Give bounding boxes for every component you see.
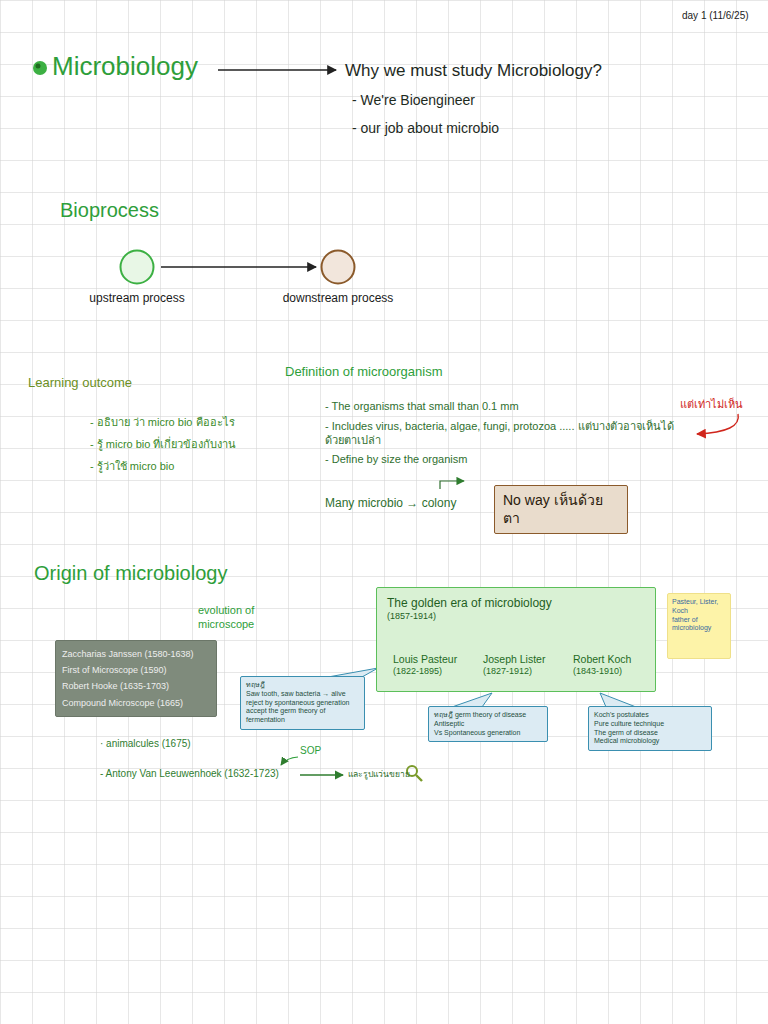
node-text: ทฤษฎี germ theory of disease (434, 711, 542, 720)
bullet-text: - Includes virus, bacteria, algae, fungi… (325, 420, 685, 448)
title-arrow (218, 69, 336, 70)
node-text: Zaccharias Janssen (1580-1638) (62, 646, 210, 662)
margin-note: แต่เท่าไม่เห็น (680, 398, 743, 412)
note-text: SOP (300, 745, 321, 758)
node-text: Robert Koch (573, 653, 631, 666)
bullet-text: - We're Bioengineer (352, 92, 475, 110)
process-circle: downstream process (320, 249, 356, 285)
page-title: Microbiology (52, 50, 198, 83)
node-text: Vs Spontaneous generation (434, 729, 542, 738)
node-text: Louis Pasteur (393, 653, 457, 666)
flow-arrow (161, 266, 316, 267)
highlight-box: No way เห็นด้วยตา (494, 485, 628, 534)
section-heading: Origin of microbiology (34, 561, 227, 586)
circle-shape (322, 251, 355, 284)
node-text: Joseph Lister (483, 653, 545, 666)
sticky-note: Pasteur, Lister, Kochfather of microbiol… (667, 593, 731, 659)
note-arrow (697, 414, 738, 434)
circle-outline (320, 249, 356, 285)
bullet-text: - our job about microbio (352, 120, 499, 138)
process-circle: upstream process (119, 249, 155, 285)
node-text: Medical microbiology (594, 737, 706, 746)
node-text: (1857-1914) (387, 611, 645, 622)
person-name: Robert Koch(1843-1910) (571, 652, 633, 678)
callout-box: Koch's postulatesPure culture techniqueT… (588, 706, 712, 751)
callout-box: ทฤษฎีSaw tooth, saw bacteria → alivereje… (240, 676, 365, 730)
person-name: Louis Pasteur(1822-1895) (391, 652, 459, 678)
bullet-text: - รู้ว่าใช้ micro bio (90, 460, 174, 474)
circle-outline (119, 249, 155, 285)
timeline-box: Zaccharias Janssen (1580-1638)First of M… (55, 640, 217, 717)
callout-pointer (452, 693, 492, 707)
node-text: Pasteur, Lister, Koch (672, 598, 726, 616)
node-text: Compound Microscope (1665) (62, 695, 210, 711)
node-text: Robert Hooke (1635-1703) (62, 678, 210, 694)
node-text: No way เห็นด้วยตา (503, 492, 619, 527)
note-text: Many microbio → colony (325, 496, 456, 511)
date-note: day 1 (11/6/25) (682, 10, 749, 23)
circle-shape (121, 251, 154, 284)
node-text: Koch's postulates (594, 711, 706, 720)
node-text: ทฤษฎี (246, 681, 359, 690)
bullet-text: - Antony Van Leeuwenhoek (1632-1723) (100, 768, 279, 781)
note-text: evolution of microscope (198, 604, 293, 632)
bullet-text: · animalcules (1675) (100, 738, 191, 751)
bullet-text: - อธิบาย ว่า micro bio คืออะไร (90, 416, 235, 430)
bullet-text: - Define by size the organism (325, 453, 685, 467)
node-text: upstream process (89, 291, 184, 306)
section-heading: Bioprocess (60, 198, 159, 223)
title-bullet (33, 61, 47, 75)
person-name: Joseph Lister(1827-1912) (481, 652, 547, 678)
node-text: downstream process (283, 291, 394, 306)
node-text: (1827-1912) (483, 666, 545, 677)
node-text: First of Microscope (1590) (62, 662, 210, 678)
note-text: และรูปแว่นขยาย (348, 769, 410, 780)
bullet-text: - The organisms that small than 0.1 mm (325, 400, 685, 414)
colony-bracket (440, 481, 464, 489)
question-text: Why we must study Microbiology? (345, 60, 602, 81)
callout-box: ทฤษฎี germ theory of diseaseAntisepticVs… (428, 706, 548, 742)
node-text: Pure culture technique (594, 720, 706, 729)
node-text: reject by spontaneous generation (246, 699, 359, 708)
leeuwenhoek-arrow (300, 774, 343, 775)
sop-arrow (281, 757, 298, 765)
node-text: father of microbiology (672, 616, 726, 634)
node-text: Antiseptic (434, 720, 542, 729)
bullet-text: - รู้ micro bio ที่เกี่ยวข้องกับงาน (90, 438, 236, 452)
node-text: accept the germ theory of fermentation (246, 707, 359, 725)
node-text: Saw tooth, saw bacteria → alive (246, 690, 359, 699)
era-box: The golden era of microbiology(1857-1914… (376, 587, 656, 692)
node-text: (1822-1895) (393, 666, 457, 677)
section-heading: Learning outcome (28, 375, 132, 391)
node-text: The germ of disease (594, 729, 706, 738)
section-heading: Definition of microorganism (285, 364, 443, 380)
callout-pointer (600, 693, 636, 707)
node-text: The golden era of microbiology (387, 596, 645, 611)
node-text: (1843-1910) (573, 666, 631, 677)
